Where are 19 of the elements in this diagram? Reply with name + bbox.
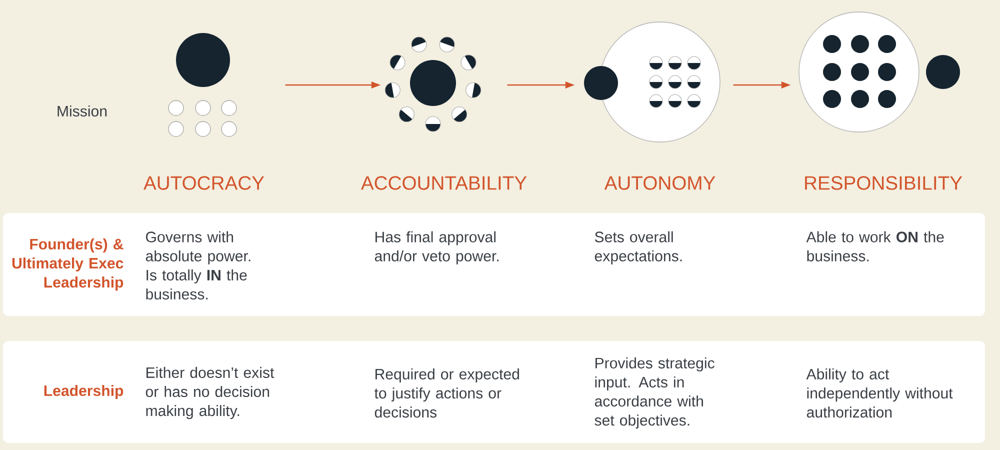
row-header: Founder(s) & Ultimately Exec Leadership xyxy=(12,238,124,291)
cell-text: Sets overall expectations. xyxy=(594,231,682,264)
stage-heading: RESPONSIBILITY xyxy=(805,176,962,190)
cell-text: Has final approval and/or veto power. xyxy=(374,231,498,264)
cell-text: Governs with absolute power. Is totally IN the business. xyxy=(146,231,250,300)
circles-drawing xyxy=(798,12,960,132)
cell-text: Provides strategic input. Acts in accordance with set objectives. xyxy=(594,357,714,429)
stage-heading: ACCOUNTABILITY xyxy=(360,176,527,190)
circles-drawing xyxy=(584,22,720,142)
cell-text: Required or expected to justify actions or decisions xyxy=(374,368,519,418)
cell-text: Ability to act independently without authorization xyxy=(806,368,953,418)
cell-text: Able to work ON the business. xyxy=(806,231,944,262)
stage-heading: AUTOCRACY xyxy=(144,176,264,190)
mission-label: Mission xyxy=(58,105,107,117)
row-header: Leadership xyxy=(44,384,124,400)
circles-drawing xyxy=(168,33,237,137)
stage-heading: AUTONOMY xyxy=(604,176,716,190)
circles-drawing xyxy=(384,36,482,132)
cell-text: Either doesn’t exist or has no decision making ability. xyxy=(146,366,274,420)
